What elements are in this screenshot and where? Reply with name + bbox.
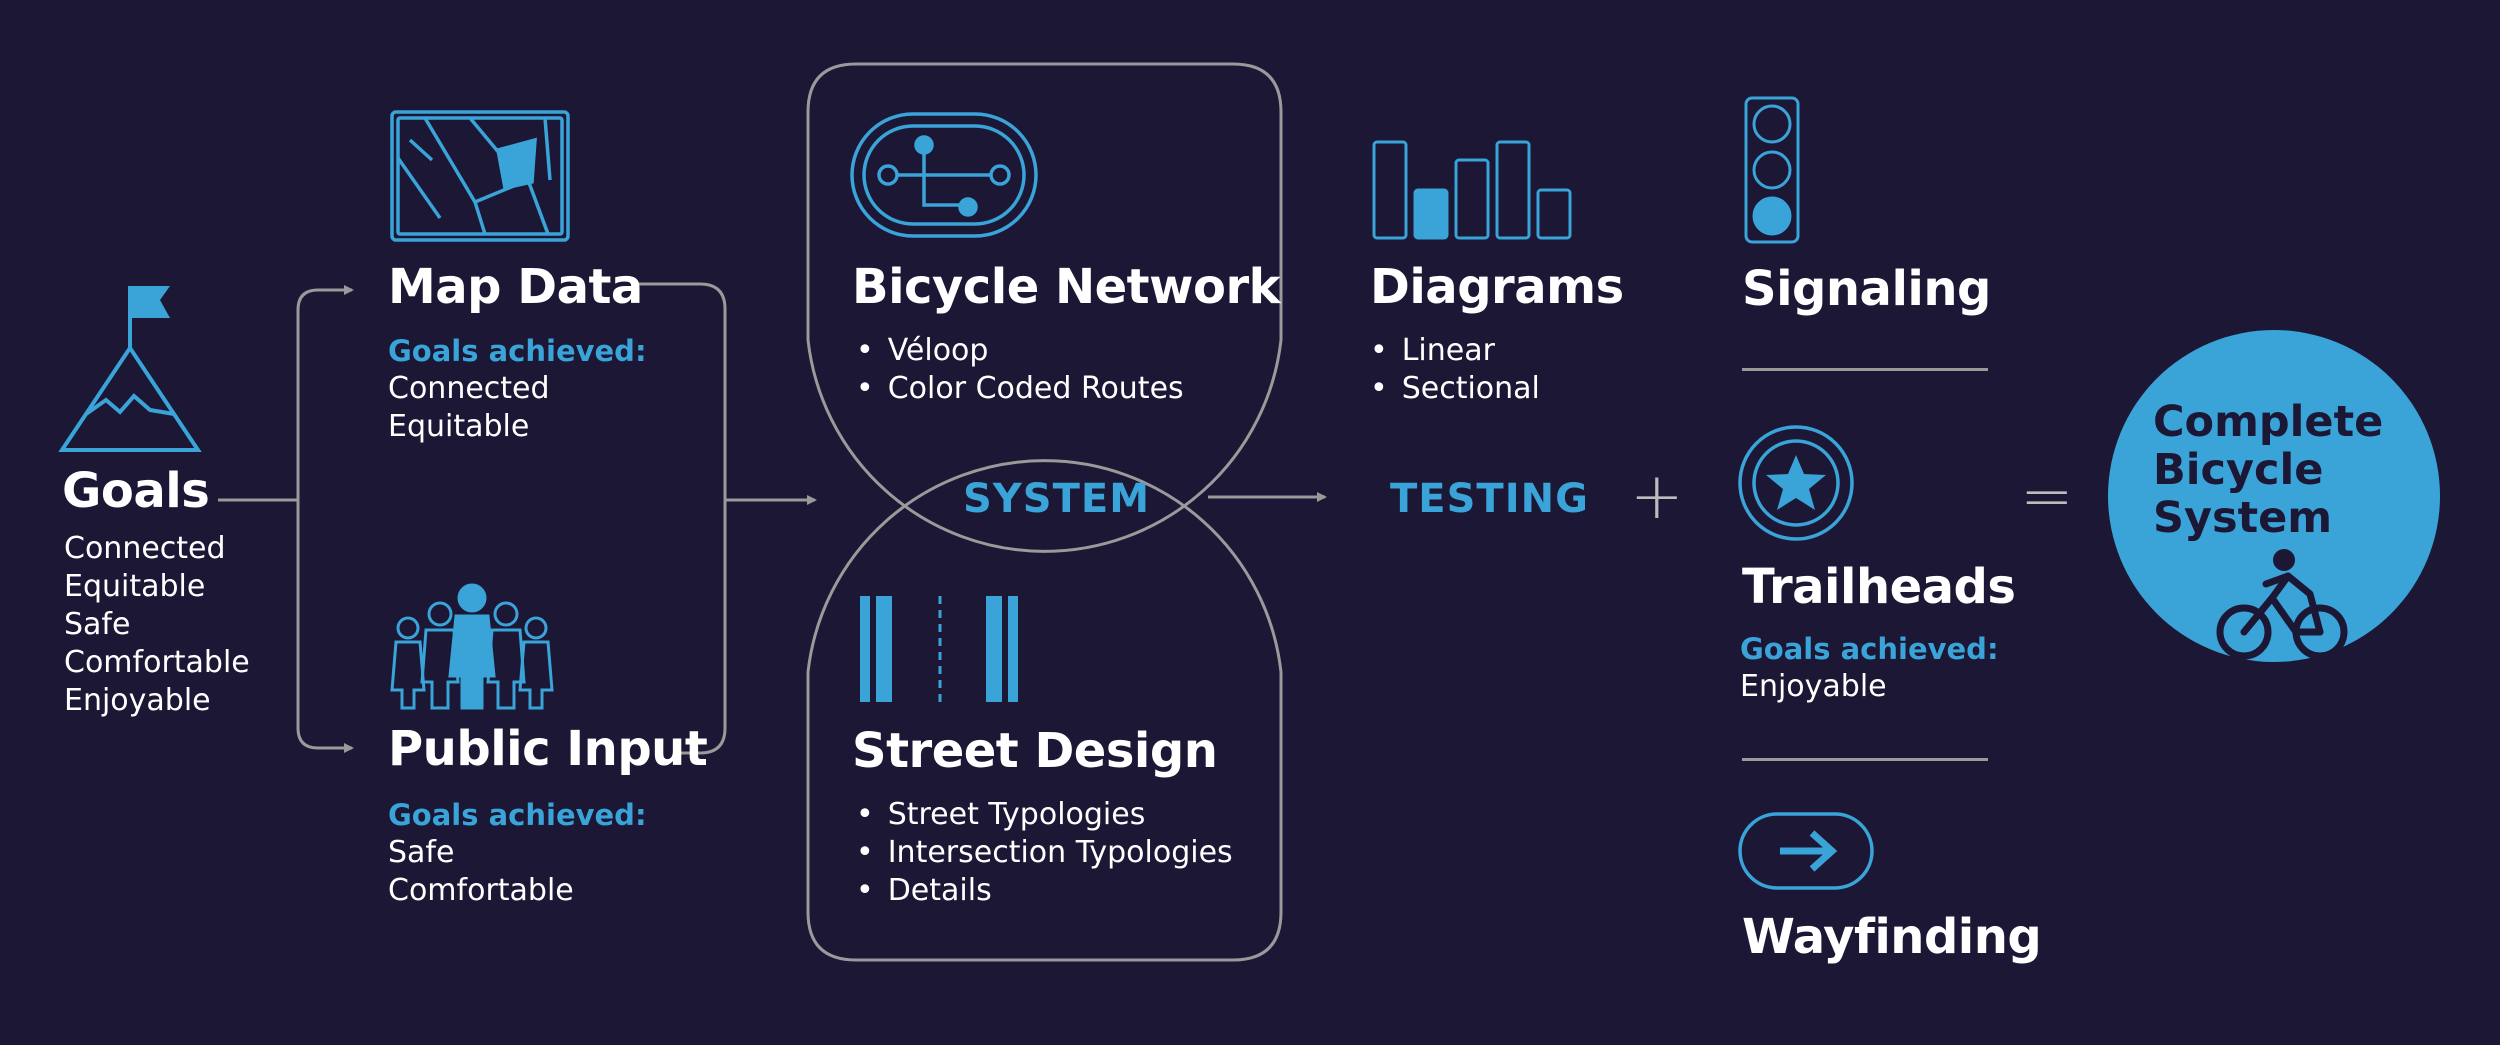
map-data-heading: Map Data: [388, 259, 643, 315]
achieved-goal: Comfortable: [388, 873, 574, 908]
map-icon: [390, 110, 570, 242]
goals-achieved-label: Goals achieved:: [388, 798, 647, 832]
goals-achieved-label: Goals achieved:: [1740, 632, 1999, 666]
bicycle-network-heading: Bicycle Network: [852, 259, 1281, 315]
goal-item: Safe: [64, 607, 131, 642]
network-item: Color Coded Routes: [852, 370, 1184, 408]
network-item: Véloop: [852, 332, 1184, 370]
signaling-heading: Signaling: [1742, 261, 1991, 317]
branch-to-map-data: [296, 285, 354, 500]
public-input-heading: Public Input: [388, 721, 708, 777]
divider: [1742, 758, 1988, 761]
diagram-item: Sectional: [1366, 370, 1540, 408]
system-label: SYSTEM: [963, 476, 1150, 522]
trailheads-goals: Goals achieved: Enjoyable: [1740, 630, 1999, 706]
star-badge-icon: [1738, 425, 1854, 541]
diagrams-heading: Diagrams: [1370, 259, 1624, 315]
achieved-goal: Equitable: [388, 409, 530, 444]
map-data-goals: Goals achieved: Connected Equitable: [388, 332, 647, 446]
goal-item: Equitable: [64, 569, 206, 604]
goal-item: Comfortable: [64, 645, 250, 680]
plus-operator: +: [1630, 460, 1684, 534]
result-line: Complete: [2153, 397, 2384, 447]
result-title: Complete Bicycle System: [2153, 398, 2413, 542]
public-input-goals: Goals achieved: Safe Comfortable: [388, 796, 647, 910]
goals-list: Connected Equitable Safe Comfortable Enj…: [64, 530, 250, 720]
street-design-heading: Street Design: [852, 723, 1218, 779]
network-loop-icon: [850, 112, 1038, 238]
bicycle-network-frame: [806, 62, 1283, 553]
goals-achieved-label: Goals achieved:: [388, 334, 647, 368]
street-design-item: Details: [852, 872, 1233, 910]
street-section-icon: [860, 596, 1018, 702]
achieved-goal: Enjoyable: [1740, 669, 1887, 704]
branch-to-public-input: [296, 500, 354, 753]
diagram-item: Linear: [1366, 332, 1540, 370]
street-design-item: Street Typologies: [852, 796, 1233, 834]
goal-item: Connected: [64, 531, 226, 566]
result-line: System: [2153, 493, 2333, 543]
cyclist-icon: [2216, 549, 2348, 660]
mountain-flag-icon: [58, 286, 202, 452]
divider: [1742, 368, 1988, 371]
street-design-list: Street Typologies Intersection Typologie…: [852, 796, 1233, 910]
achieved-goal: Safe: [388, 835, 455, 870]
people-icon: [390, 583, 554, 710]
goals-heading: Goals: [62, 463, 210, 519]
achieved-goal: Connected: [388, 371, 550, 406]
trailheads-heading: Trailheads: [1742, 559, 2016, 615]
equals-operator: =: [2020, 460, 2074, 534]
result-line: Bicycle: [2153, 445, 2324, 495]
wayfinding-heading: Wayfinding: [1742, 909, 2042, 965]
street-design-item: Intersection Typologies: [852, 834, 1233, 872]
wayfinding-arrow-icon: [1738, 812, 1874, 890]
bar-diagram-icon: [1372, 140, 1572, 240]
map-data-bracket: [632, 282, 727, 755]
goal-item: Enjoyable: [64, 683, 211, 718]
diagrams-list: Linear Sectional: [1366, 332, 1540, 408]
traffic-signal-icon: [1744, 96, 1800, 244]
bicycle-network-list: Véloop Color Coded Routes: [852, 332, 1184, 408]
street-design-frame: [806, 459, 1283, 962]
testing-label: TESTING: [1390, 476, 1589, 522]
